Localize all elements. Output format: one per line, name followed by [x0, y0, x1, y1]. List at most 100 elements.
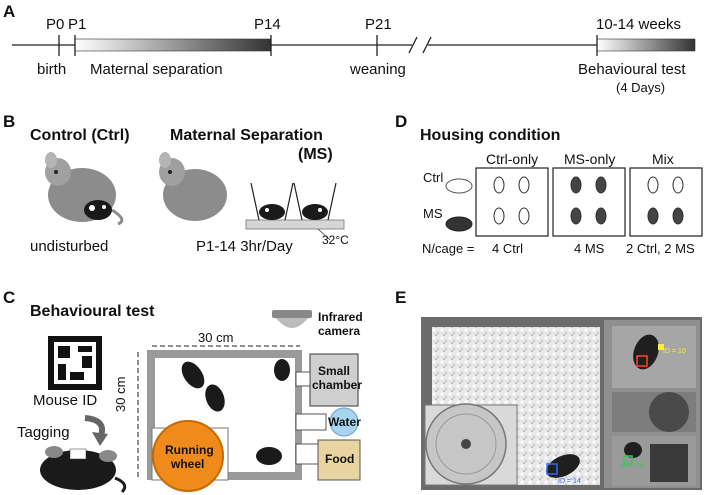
- ms-title-line1: Maternal Separation: [170, 127, 323, 144]
- column-header-ms-only: MS-only: [564, 151, 616, 167]
- tick-label-10-14-weeks: 10-14 weeks: [596, 16, 682, 33]
- tagging-arrow-head-icon: [92, 432, 108, 446]
- small-chamber-label-line1: Small: [318, 364, 351, 378]
- mouse-id-label: Mouse ID: [33, 392, 98, 409]
- tagging-arrow-icon: [84, 415, 106, 440]
- ctrl-mouse-icon: [518, 176, 530, 194]
- isolation-cup: [293, 182, 337, 221]
- arena-mouse-icon: [205, 384, 225, 412]
- temperature-label: 32°C: [322, 233, 349, 247]
- axis-break-mark: [408, 36, 418, 54]
- right-compartment: [604, 320, 700, 488]
- axis-break-mark: [422, 36, 432, 54]
- ctrl-mouse-icon: [518, 207, 530, 225]
- column-header-mix: Mix: [652, 151, 674, 167]
- behavioural-test-bar: [596, 38, 696, 52]
- food-label: Food: [325, 452, 355, 466]
- tagging-label: Tagging: [17, 424, 70, 441]
- ms-title-line2: (MS): [298, 146, 333, 163]
- count-mix: 2 Ctrl, 2 MS: [626, 241, 695, 256]
- bedding-area: [432, 327, 600, 485]
- ctrl-mouse-icon: [647, 176, 659, 194]
- running-wheel-hub: [461, 439, 471, 449]
- panel-letter-d: D: [395, 112, 408, 131]
- wheel-housing-view: [424, 404, 518, 486]
- panel-letter-e: E: [395, 288, 407, 307]
- column-header-ctrl-only: Ctrl-only: [486, 151, 539, 167]
- panel-letter-c: C: [3, 288, 16, 307]
- tick-label-p0: P0: [46, 16, 65, 33]
- food-hopper-view: [650, 444, 688, 482]
- cage-ms-only: [552, 167, 626, 237]
- ctrl-mouse-icon: [493, 207, 505, 225]
- control-mother-rat-icon: [45, 152, 124, 226]
- panel-letter-a: A: [3, 2, 16, 21]
- count-ms-only: 4 MS: [574, 241, 605, 256]
- width-label: 30 cm: [198, 330, 234, 345]
- small-chamber-label-line2: chamber: [312, 378, 363, 392]
- running-wheel-inner-ring: [435, 413, 497, 475]
- control-pup-icon: [84, 200, 112, 220]
- isolation-cup: [250, 182, 294, 221]
- ms-mouse-icon: [595, 207, 607, 225]
- food-hopper-frame: [295, 443, 319, 465]
- small-chamber-entrance: [295, 371, 311, 387]
- ms-mouse-icon: [595, 176, 607, 194]
- camera-label-line1: Infrared: [318, 310, 363, 324]
- tracking-box-14: [546, 463, 558, 475]
- panel-letter-b: B: [3, 112, 16, 131]
- heating-pad: [245, 219, 345, 230]
- ms-caption: P1-14 3hr/Day: [196, 238, 293, 255]
- housing-title: Housing condition: [420, 127, 561, 144]
- tracking-box-10: [636, 355, 648, 367]
- arena-mouse-icon: [256, 447, 282, 465]
- arena-mouse-icon: [274, 359, 290, 381]
- label-behavioural-test: Behavioural test: [578, 61, 686, 78]
- camera-frame-border: [421, 317, 702, 490]
- legend-ctrl: Ctrl: [423, 170, 444, 185]
- camera-label-line2: camera: [318, 324, 361, 338]
- small-chamber-view: [612, 326, 696, 388]
- id-label-10: ID = 10: [663, 348, 686, 355]
- tick-label-p1: P1: [68, 16, 87, 33]
- control-caption: undisturbed: [30, 238, 109, 255]
- ctrl-mouse-legend-icon: [445, 178, 473, 194]
- tick-label-p21: P21: [365, 16, 392, 33]
- tick-label-p14: P14: [254, 16, 281, 33]
- behavioural-test-title: Behavioural test: [30, 303, 155, 320]
- wheel-label-line1: Running: [165, 443, 214, 457]
- ncage-label: N/cage =: [422, 241, 475, 256]
- arena-mouse-icon: [181, 361, 205, 389]
- ctrl-mouse-icon: [493, 176, 505, 194]
- tracked-mouse-13: [624, 442, 642, 458]
- label-four-days: (4 Days): [616, 80, 666, 95]
- legend-ms: MS: [423, 206, 443, 221]
- ms-mother-rat-icon: [159, 152, 227, 221]
- wheel-label-line2: wheel: [171, 457, 205, 471]
- mouse-id-tag-icon: [48, 336, 102, 390]
- ctrl-mouse-icon: [672, 176, 684, 194]
- label-maternal-separation: Maternal separation: [90, 61, 223, 78]
- infrared-camera-icon: [272, 310, 312, 328]
- cage-ctrl-only: [475, 167, 549, 237]
- tracked-mouse-10: [633, 334, 659, 370]
- ms-mouse-icon: [570, 207, 582, 225]
- ms-mouse-legend-icon: [445, 216, 473, 232]
- ms-mouse-icon: [647, 207, 659, 225]
- water-area-view: [612, 392, 696, 432]
- id-label-14: ID = 14: [558, 478, 581, 485]
- water-dispenser-frame: [295, 413, 327, 431]
- control-title: Control (Ctrl): [30, 127, 130, 144]
- ms-mouse-icon: [570, 176, 582, 194]
- tagged-mouse-icon: [40, 446, 127, 494]
- label-weaning: weaning: [350, 61, 406, 78]
- count-ctrl-only: 4 Ctrl: [492, 241, 524, 256]
- height-label: 30 cm: [113, 376, 128, 412]
- cage-mix: [629, 167, 703, 237]
- water-bottle-view: [649, 392, 689, 432]
- id-label-13: ID = 13: [621, 462, 644, 469]
- water-label: Water: [328, 415, 361, 429]
- maternal-separation-bar: [74, 38, 272, 52]
- food-area-view: [612, 436, 696, 486]
- running-wheel-view: [425, 403, 507, 485]
